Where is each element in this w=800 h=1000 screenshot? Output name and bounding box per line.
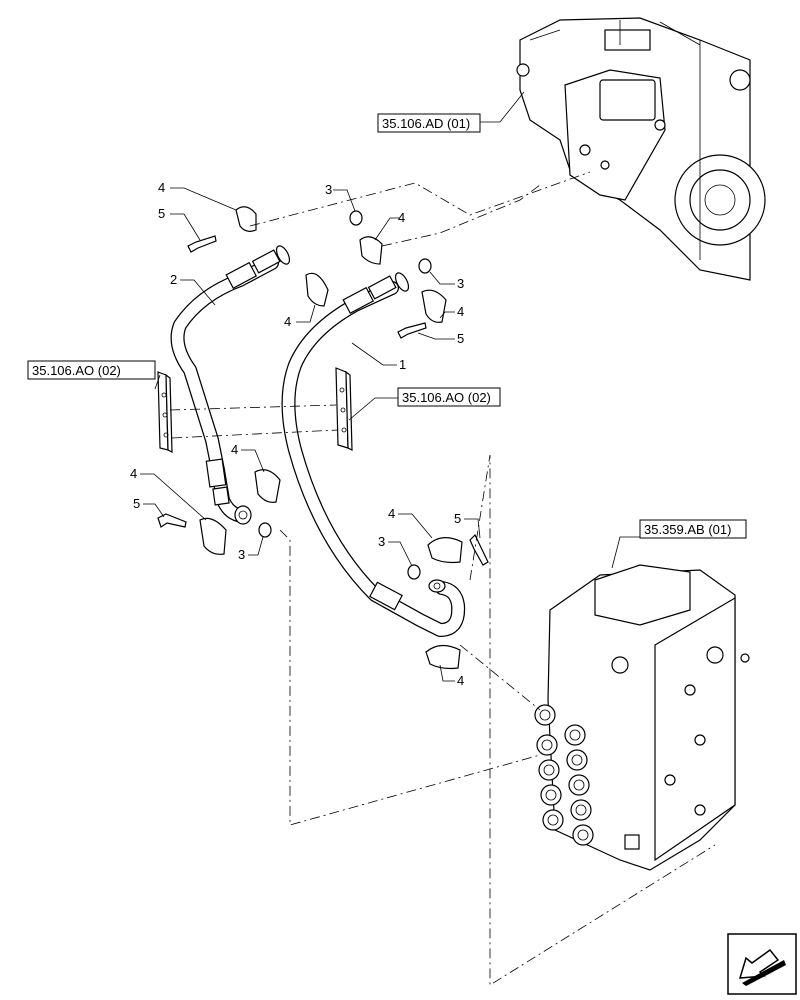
callout-oring: 3 [457, 276, 464, 291]
callout-half-flange: 4 [457, 673, 464, 688]
callout-half-flange: 4 [457, 304, 464, 319]
callout-oring: 3 [238, 547, 245, 562]
callout-half-flange: 4 [284, 314, 291, 329]
callout-oring: 3 [325, 182, 332, 197]
callout-numbers: 4 5 2 3 4 4 3 4 5 1 4 4 5 3 4 3 5 4 [130, 180, 464, 688]
valve-spools [534, 704, 594, 846]
callout-screw: 5 [454, 511, 461, 526]
callout-half-flange: 4 [388, 506, 395, 521]
next-page-arrow-icon[interactable] [727, 933, 797, 995]
ref-bracket-right[interactable]: 35.106.AO (02) [397, 387, 501, 407]
ref-valve-label: 35.359.AB (01) [644, 522, 731, 537]
half-flange-parts [199, 206, 463, 670]
bracket-right [335, 367, 353, 451]
hose-1 [281, 272, 466, 637]
callout-hose-2: 2 [170, 272, 177, 287]
ref-valve[interactable]: 35.359.AB (01) [639, 519, 747, 539]
ref-bracket-left-label: 35.106.AO (02) [32, 363, 121, 378]
ref-bracket-right-label: 35.106.AO (02) [402, 390, 491, 405]
callout-half-flange: 4 [158, 180, 165, 195]
callout-half-flange: 4 [398, 210, 405, 225]
ref-bracket-left[interactable]: 35.106.AO (02) [27, 360, 156, 380]
callout-oring: 3 [378, 534, 385, 549]
callout-half-flange: 4 [231, 442, 238, 457]
hydraulic-pump [516, 17, 766, 281]
bracket-left [157, 371, 173, 453]
center-lines [169, 171, 716, 986]
callout-screw: 5 [158, 206, 165, 221]
ref-pump[interactable]: 35.106.AD (01) [377, 113, 481, 133]
screw-parts [157, 235, 489, 566]
callout-hose-1: 1 [399, 357, 406, 372]
callout-half-flange: 4 [130, 466, 137, 481]
control-valve [534, 564, 750, 871]
callout-screw: 5 [133, 496, 140, 511]
ref-pump-label: 35.106.AD (01) [382, 116, 470, 131]
o-ring-parts [258, 210, 432, 580]
hose-2 [170, 245, 291, 525]
leader-lines [140, 91, 640, 682]
callout-screw: 5 [457, 331, 464, 346]
